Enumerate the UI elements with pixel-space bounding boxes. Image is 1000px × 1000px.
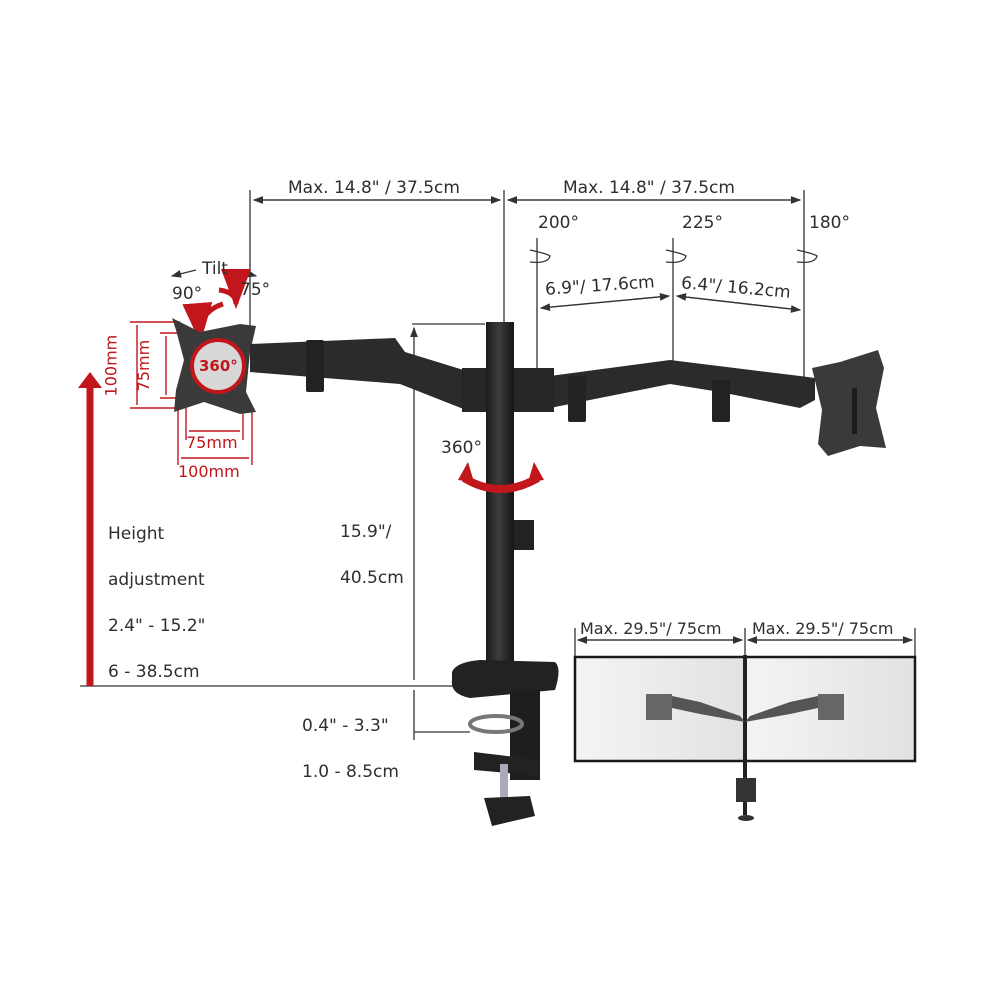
clamp-range-text: 0.4" - 3.3" 1.0 - 8.5cm xyxy=(302,692,399,807)
pole xyxy=(486,322,514,682)
height-adjustment-line2: adjustment xyxy=(108,570,205,590)
joint-2-rotation-label: 225° xyxy=(682,213,723,233)
clamp-range-line1: 0.4" - 3.3" xyxy=(302,716,389,736)
pole-height-text: 15.9"/ 40.5cm xyxy=(340,498,404,613)
right-arm-reach-label: Max. 14.8" / 37.5cm xyxy=(563,178,735,198)
vesa-inner-horizontal-label: 75mm xyxy=(186,433,238,452)
desk-clamp xyxy=(451,660,559,826)
clamp-range-line2: 1.0 - 8.5cm xyxy=(302,762,399,782)
height-adjustment-line3: 2.4" - 15.2" xyxy=(108,616,206,636)
left-arm-reach-label: Max. 14.8" / 37.5cm xyxy=(288,178,460,198)
right-vesa-plate xyxy=(812,350,886,456)
inset-right-screen-label: Max. 29.5"/ 75cm xyxy=(752,619,894,638)
plate-rotation-label: 360° xyxy=(199,357,238,375)
pole-swivel-label: 360° xyxy=(441,438,482,458)
height-adjustment-text: Height adjustment 2.4" - 15.2" 6 - 38.5c… xyxy=(108,500,205,707)
reach-dimension-lines xyxy=(80,190,818,740)
tilt-label: Tilt xyxy=(202,259,228,279)
joint-3-rotation-label: 180° xyxy=(809,213,850,233)
tilt-backward-label: 75° xyxy=(240,280,271,300)
pole-height-line1: 15.9"/ xyxy=(340,522,392,542)
pole-height-line2: 40.5cm xyxy=(340,568,404,588)
inset-left-screen-label: Max. 29.5"/ 75cm xyxy=(580,619,722,638)
monitor-arms xyxy=(250,338,815,422)
inset-dual-screen xyxy=(573,628,917,821)
vesa-inner-vertical-label: 75mm xyxy=(134,339,154,392)
vesa-outer-horizontal-label: 100mm xyxy=(178,462,240,481)
vesa-outer-vertical-label: 100mm xyxy=(101,334,121,397)
tilt-forward-label: 90° xyxy=(172,284,203,304)
height-adjustment-line1: Height xyxy=(108,524,165,544)
left-vesa-plate xyxy=(172,318,256,414)
height-adjustment-line4: 6 - 38.5cm xyxy=(108,662,200,682)
joint-1-rotation-label: 200° xyxy=(538,213,579,233)
